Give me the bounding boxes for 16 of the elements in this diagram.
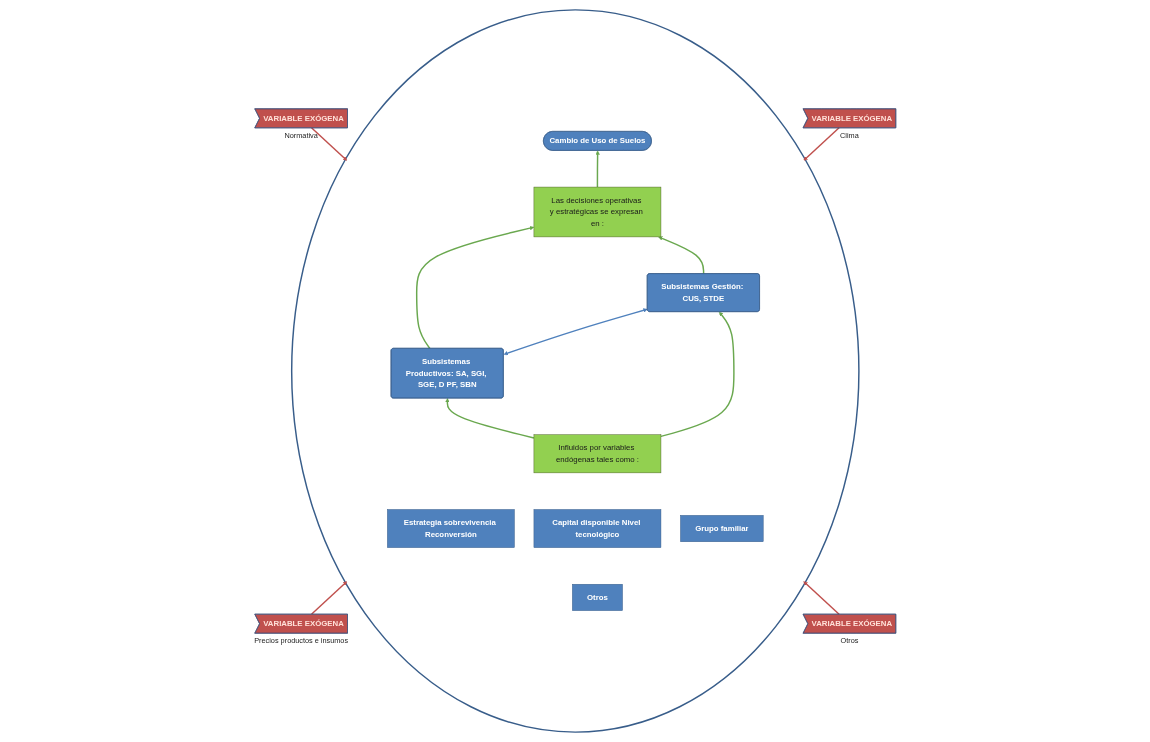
node-box — [680, 515, 764, 542]
arrow — [660, 311, 735, 438]
arrow — [803, 127, 840, 161]
arrow — [803, 581, 840, 615]
node-box — [533, 509, 662, 548]
arrow — [445, 398, 535, 439]
arrow — [415, 226, 535, 350]
node-box — [533, 186, 662, 238]
arrow — [503, 308, 648, 356]
arrow — [310, 127, 348, 161]
node-box — [387, 509, 515, 548]
arrow — [310, 581, 348, 615]
arrow — [658, 236, 705, 275]
arrow — [595, 150, 600, 188]
node-box — [572, 584, 623, 611]
node-box — [533, 434, 662, 474]
